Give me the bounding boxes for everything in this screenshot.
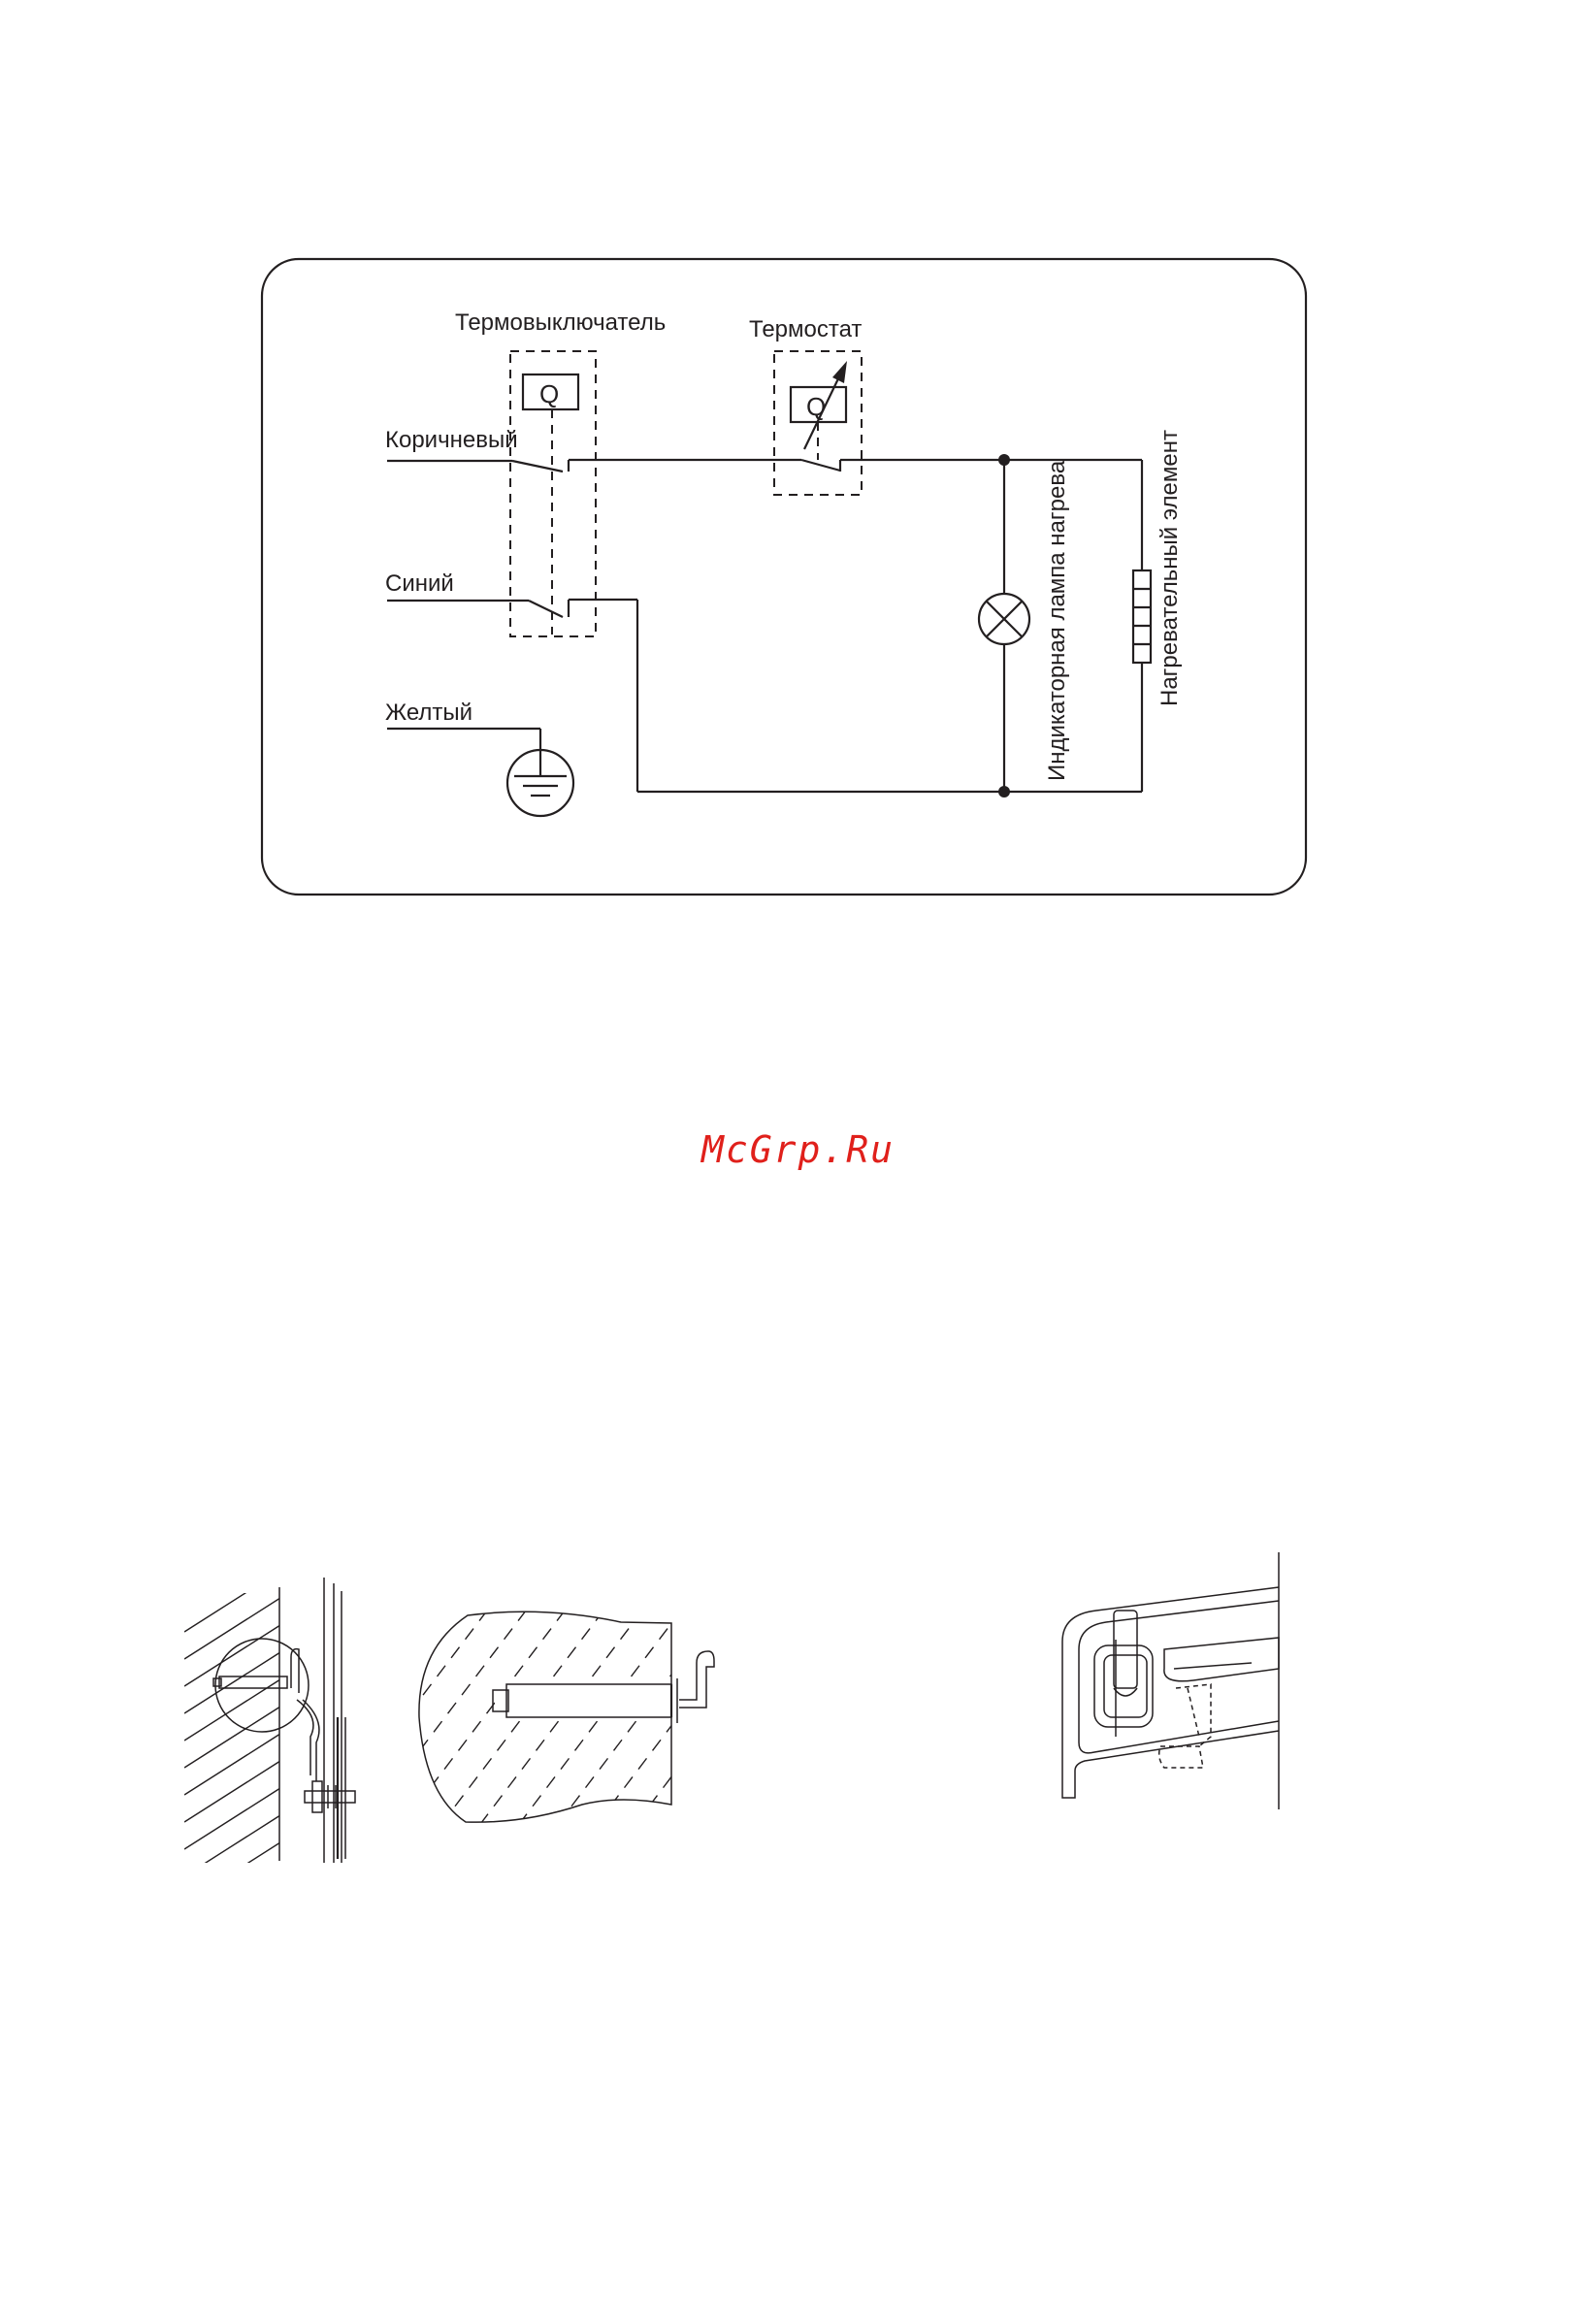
relay-icon: Q (791, 387, 846, 422)
mounting-side-view (184, 1564, 355, 1931)
label-wire-yellow: Желтый (385, 700, 472, 726)
svg-text:Q: Q (539, 379, 559, 408)
heater-icon (1133, 570, 1151, 663)
label-indicator-lamp: Индикаторная лампа нагрева (1044, 460, 1070, 781)
wire-brown (387, 460, 1142, 472)
watermark: McGrp.Ru (0, 1128, 1596, 1171)
label-thermal-cutout: Термовыключатель (455, 309, 666, 336)
mounting-hook-view (1062, 1552, 1279, 1809)
label-heating-element: Нагревательный элемент (1156, 430, 1183, 706)
label-thermostat: Термостат (749, 316, 862, 342)
lamp-icon (979, 594, 1029, 644)
label-wire-blue: Синий (385, 570, 454, 597)
svg-text:Q: Q (806, 392, 826, 421)
relay-icon: Q (523, 374, 578, 409)
mounting-magnified-view (310, 1562, 873, 1843)
label-wire-brown: Коричневый (385, 427, 518, 453)
